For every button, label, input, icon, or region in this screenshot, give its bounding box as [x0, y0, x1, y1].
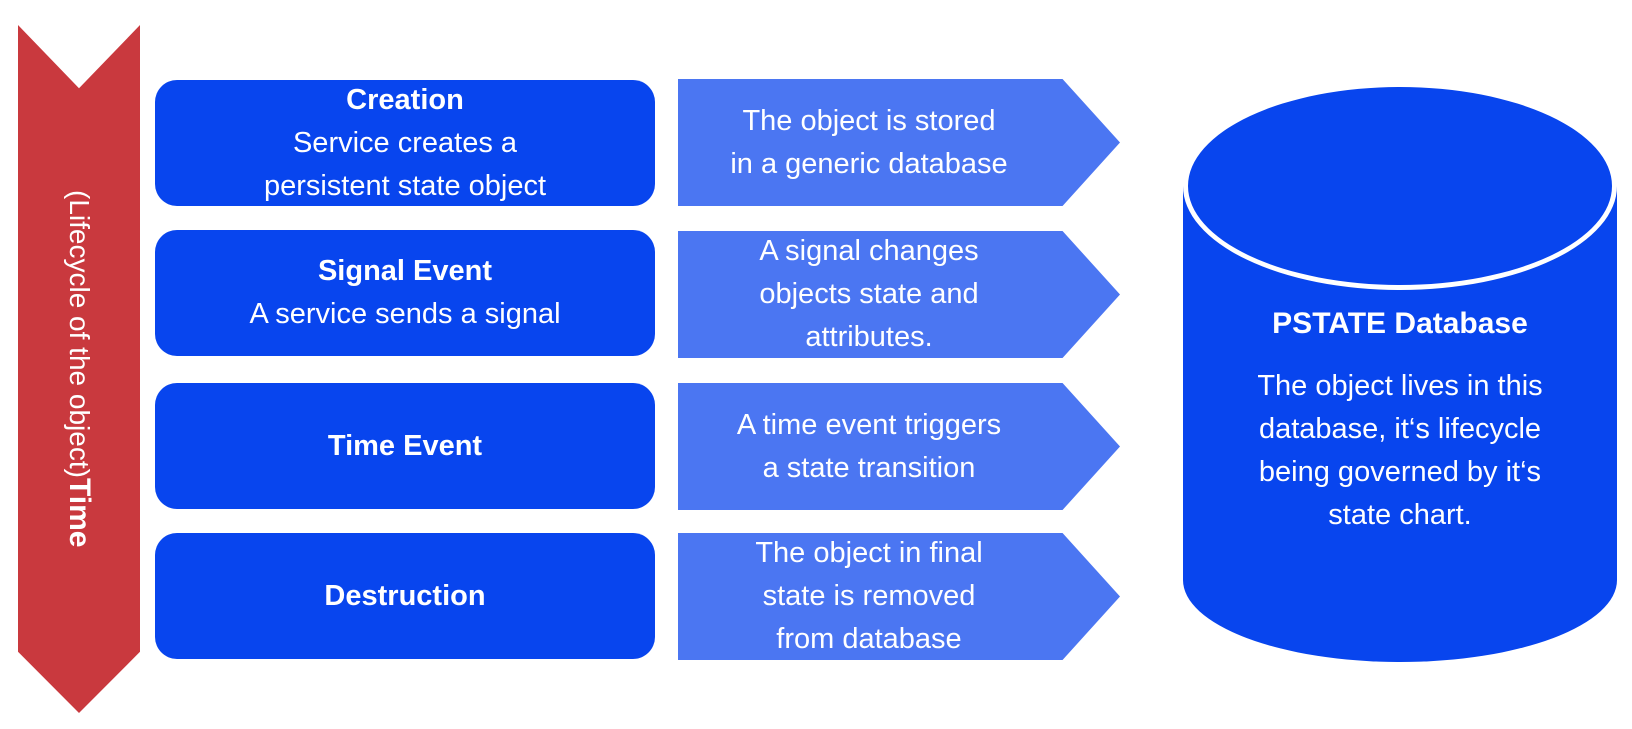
outcome-arrow-signal-event: A signal changes objects state and attri…	[678, 231, 1120, 358]
stage-title: Time Event	[327, 429, 483, 462]
time-arrow: Time (Lifecycle of the object)	[18, 25, 140, 713]
stage-title: Signal Event	[317, 255, 493, 287]
stage-box-creation: Creation Service creates a persistent st…	[155, 80, 655, 206]
outcome-arrow-creation: The object is stored in a generic databa…	[678, 79, 1120, 206]
outcome-arrow-destruction: The object in final state is removed fro…	[678, 533, 1120, 660]
time-arrow-subtitle: (Lifecycle of the object)	[64, 190, 95, 479]
time-arrow-text: Time (Lifecycle of the object)	[18, 25, 140, 713]
stage-description: Service creates a persistent state objec…	[263, 126, 547, 202]
database-cylinder-top	[1183, 82, 1617, 290]
stage-box-time-event: Time Event	[155, 383, 655, 509]
stage-title: Creation	[346, 83, 464, 116]
time-arrow-title: Time	[63, 478, 96, 548]
database-description: The object lives in this database, it‘s …	[1257, 370, 1543, 531]
database-title: PSTATE Database	[1272, 307, 1528, 340]
stage-description: A service sends a signal	[249, 298, 561, 330]
outcome-arrow-time-event: A time event triggers a state transition	[678, 383, 1120, 510]
database-text: PSTATE Database The object lives in this…	[1183, 302, 1617, 537]
stage-box-signal-event: Signal Event A service sends a signal	[155, 230, 655, 356]
stage-title: Destruction	[324, 579, 486, 612]
stage-box-destruction: Destruction	[155, 533, 655, 659]
